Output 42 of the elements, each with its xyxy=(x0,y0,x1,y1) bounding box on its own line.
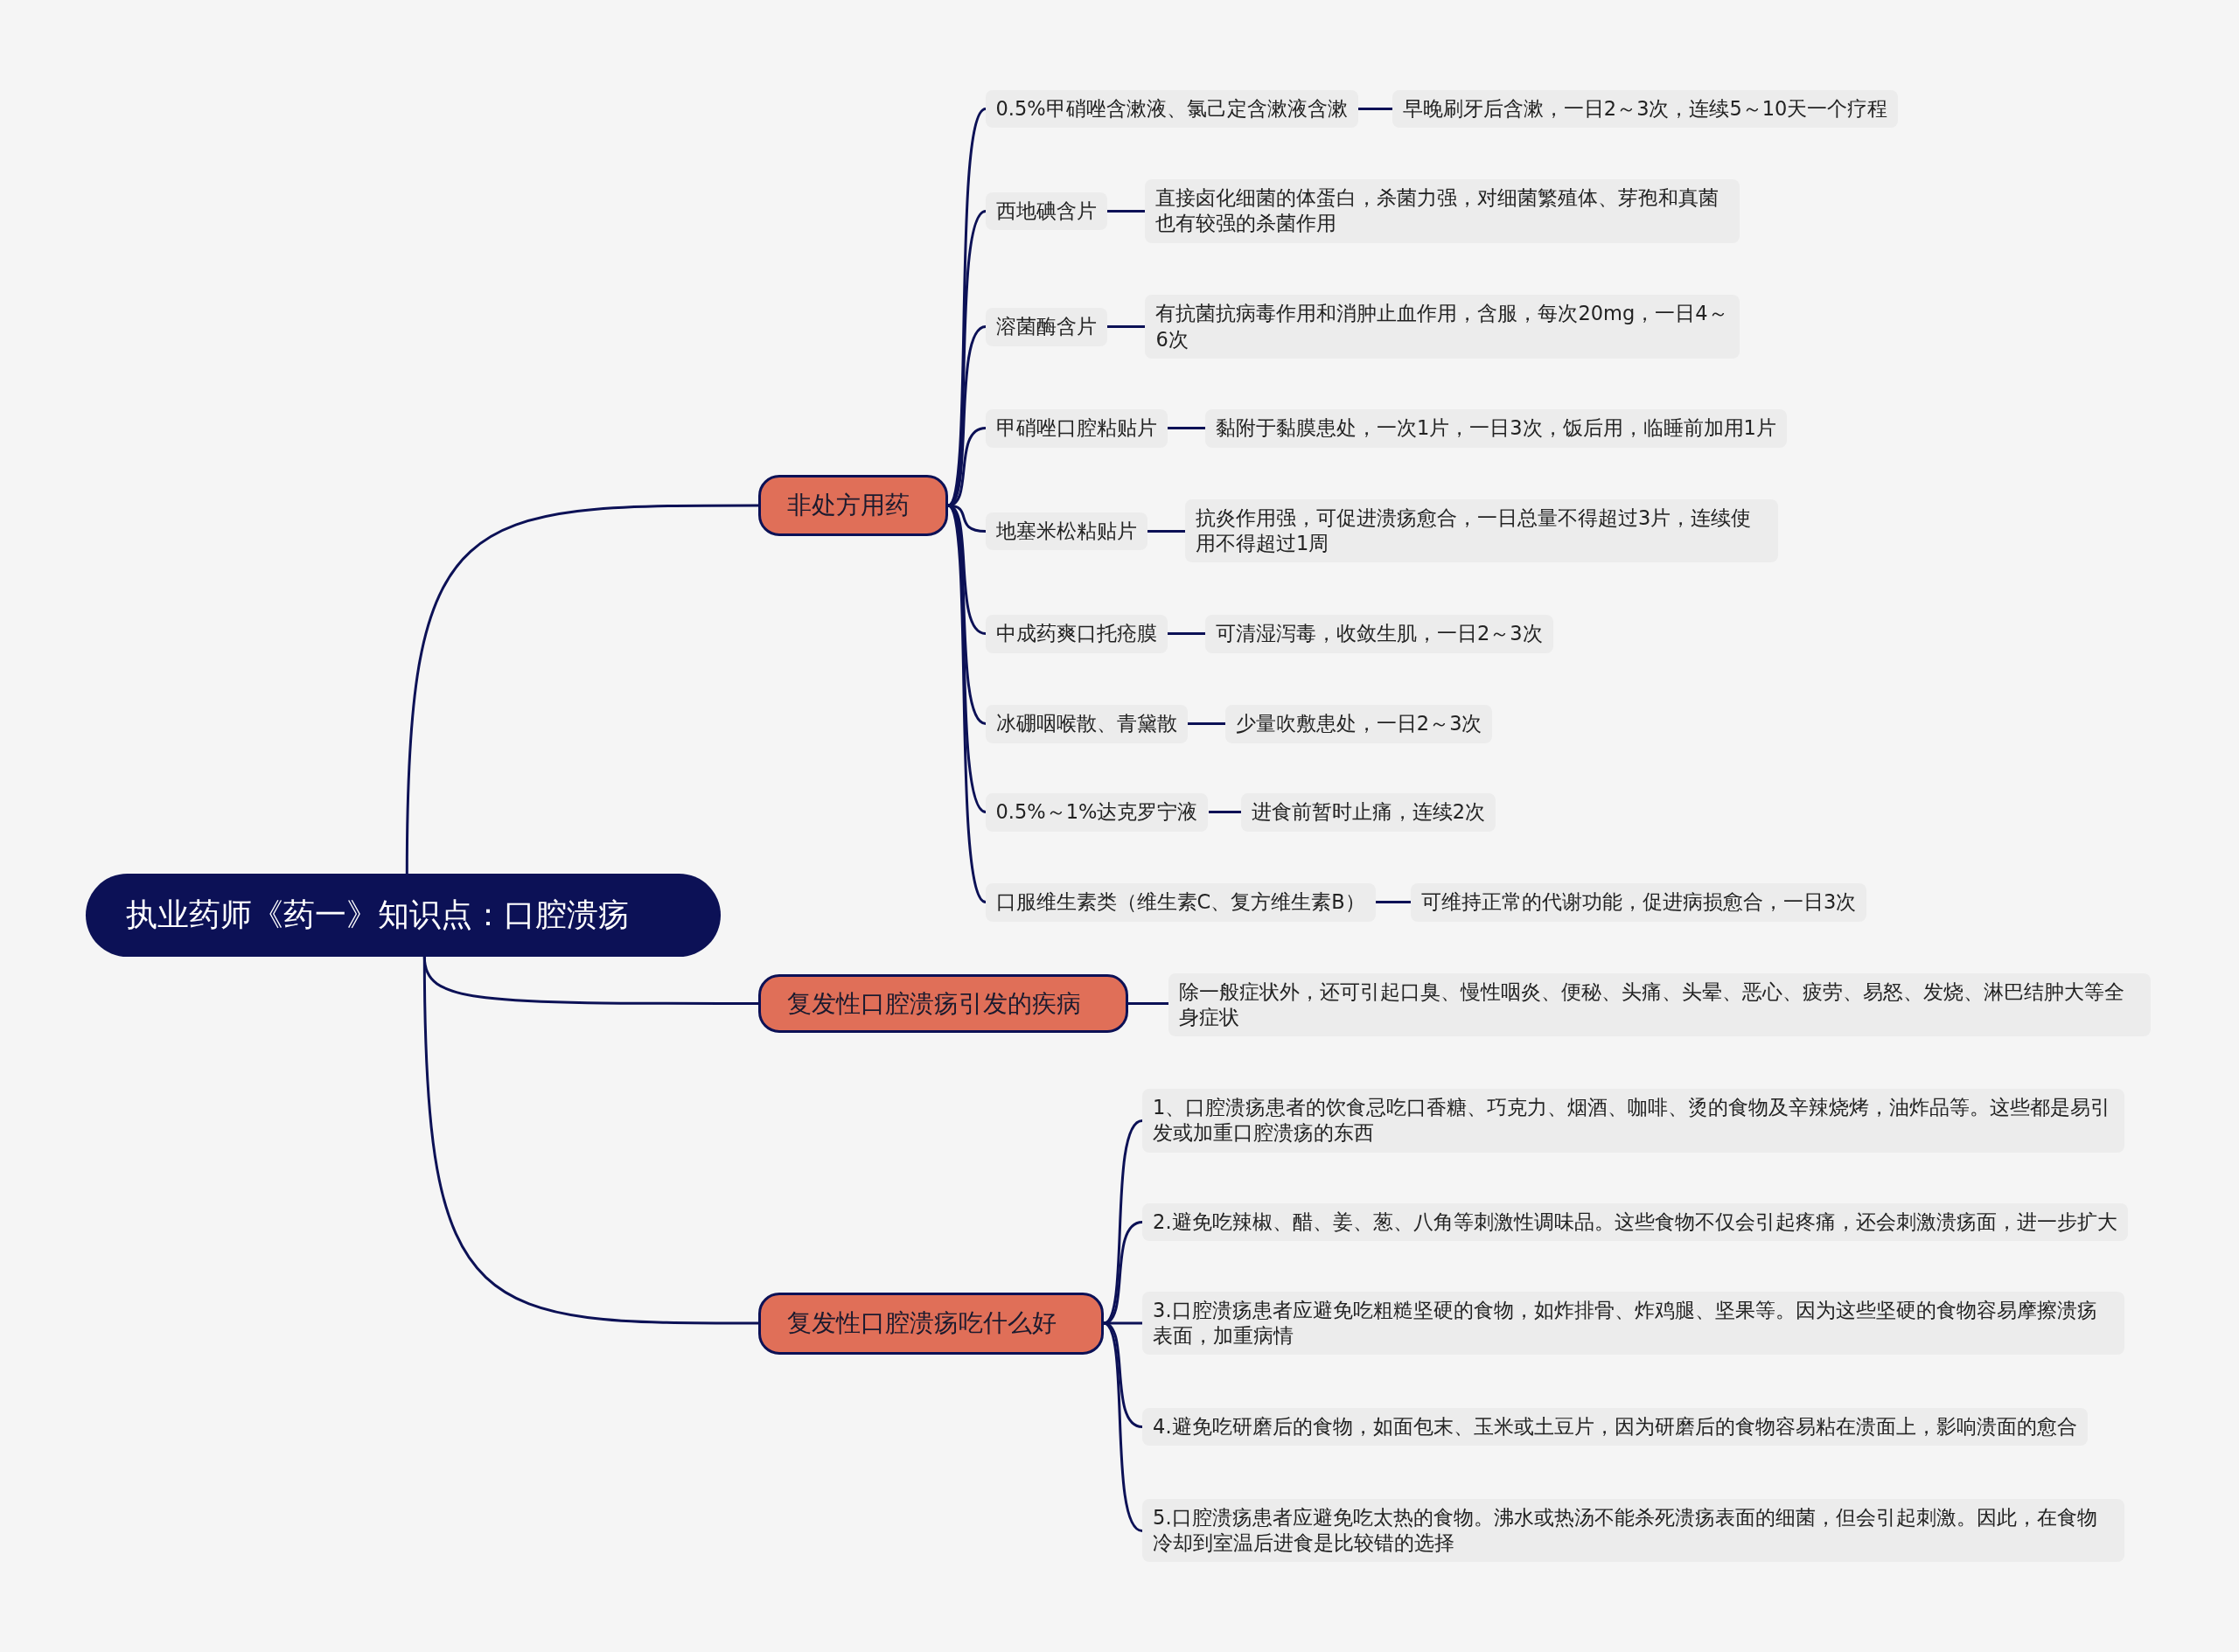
note-box: 抗炎作用强，可促进溃疡愈合，一日总量不得超过3片，连续使用不得超过1周 xyxy=(1185,498,1778,563)
note-box: 0.5%甲硝唑含漱液、氯己定含漱液含漱 xyxy=(985,89,1358,128)
note-box: 地塞米松粘贴片 xyxy=(985,512,1147,551)
connector-line xyxy=(422,956,758,1325)
note-box: 除一般症状外，还可引起口臭、慢性咽炎、便秘、头痛、头晕、恶心、疲劳、易怒、发烧、淋巴结肿大等全身症状 xyxy=(1168,972,2151,1037)
note-box: 3.口腔溃疡患者应避免吃粗糙坚硬的食物，如炸排骨、炸鸡腿、坚果等。因为这些坚硬的食物容易摩擦溃疡表面，加重病情 xyxy=(1142,1291,2125,1356)
note-box: 5.口腔溃疡患者应避免吃太热的食物。沸水或热汤不能杀死溃疡表面的细菌，但会引起刺激。因此，在食物冷却到室温后进食是比较错的选择 xyxy=(1142,1498,2125,1563)
note-box: 2.避免吃辣椒、醋、姜、葱、八角等刺激性调味品。这些食物不仅会引起疼痛，还会刺激溃疡面，进一步扩大 xyxy=(1142,1203,2128,1242)
branch-box: 非处方用药 xyxy=(757,474,949,537)
connector-line xyxy=(1147,530,1185,533)
note-box: 可清湿泻毒，收敛生肌，一日2～3次 xyxy=(1204,615,1553,653)
note-box: 口服维生素类（维生素C、复方维生素B） xyxy=(985,883,1376,922)
note-box: 4.避免吃研磨后的食物，如面包末、玉米或土豆片，因为研磨后的食物容易粘在溃面上，影响溃面的愈合 xyxy=(1142,1407,2088,1446)
note-box: 0.5%～1%达克罗宁液 xyxy=(985,793,1209,832)
note-box: 1、口腔溃疡患者的饮食忌吃口香糖、巧克力、烟酒、咖啡、烫的食物及辛辣烧烤，油炸品等。这些都是易引发或加重口腔溃疡的东西 xyxy=(1142,1089,2125,1153)
connector-line xyxy=(1168,427,1205,429)
branch-box: 复发性口腔溃疡吃什么好 xyxy=(757,1293,1105,1355)
connector-line xyxy=(405,504,758,874)
note-box: 黏附于黏膜患处，一次1片，一日3次，饭后用，临睡前加用1片 xyxy=(1204,409,1787,448)
note-box: 直接卤化细菌的体蛋白，杀菌力强，对细菌繁殖体、芽孢和真菌也有较强的杀菌作用 xyxy=(1145,179,1740,243)
note-box: 冰硼咽喉散、青黛散 xyxy=(985,705,1188,743)
branch-box: 复发性口腔溃疡引发的疾病 xyxy=(757,974,1128,1034)
connector-line xyxy=(1103,1221,1143,1325)
topic-box: 执业药师《药一》知识点：口腔溃疡 xyxy=(85,874,722,957)
connector-line xyxy=(1188,722,1225,725)
connector-line xyxy=(1107,210,1145,213)
connector-line xyxy=(1358,108,1392,110)
note-box: 中成药爽口托疮膜 xyxy=(985,615,1168,653)
note-box: 甲硝唑口腔粘贴片 xyxy=(985,409,1168,448)
connector-line xyxy=(1103,1321,1143,1532)
note-box: 早晚刷牙后含漱，一日2～3次，连续5～10天一个疗程 xyxy=(1392,89,1899,128)
connector-line xyxy=(1107,325,1145,328)
note-box: 可维持正常的代谢功能，促进病损愈合，一日3次 xyxy=(1411,883,1867,922)
note-box: 西地碘含片 xyxy=(985,192,1107,231)
connector-line xyxy=(1209,811,1241,813)
note-box: 少量吹敷患处，一日2～3次 xyxy=(1224,705,1493,743)
connector-line xyxy=(1376,901,1411,903)
note-box: 有抗菌抗病毒作用和消肿止血作用，含服，每次20mg，一日4～6次 xyxy=(1145,295,1740,359)
note-box: 进食前暂时止痛，连续2次 xyxy=(1240,793,1496,832)
connector-line xyxy=(1128,1002,1168,1005)
note-box: 溶菌酶含片 xyxy=(985,308,1107,346)
connector-line xyxy=(1168,632,1205,635)
